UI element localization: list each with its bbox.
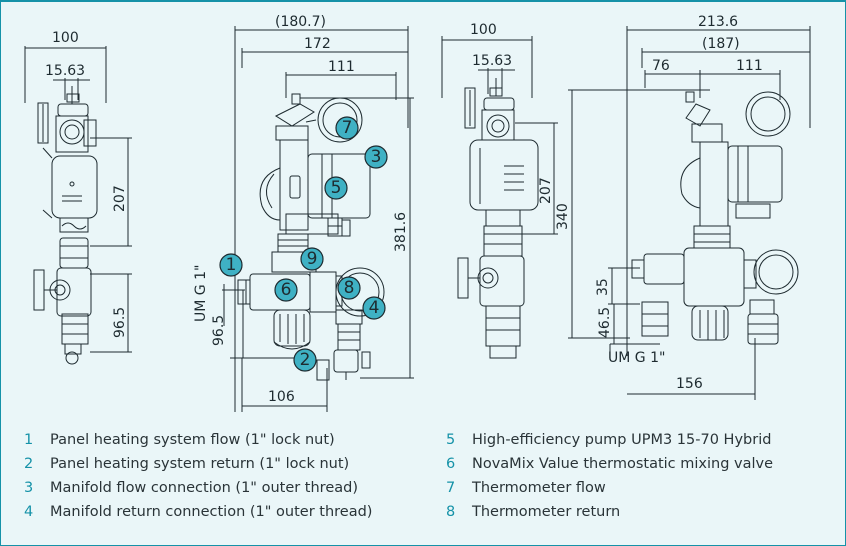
svg-text:1: 1 [226, 255, 237, 275]
dim-view4-h46: 46.5 [597, 307, 613, 338]
svg-text:7: 7 [342, 118, 353, 138]
dim-view4-height: 340 [555, 203, 571, 230]
dim-view1-height: 207 [112, 185, 128, 212]
legend-item: 1 Panel heating system flow (1" lock nut… [24, 428, 372, 452]
legend-number: 7 [446, 480, 456, 496]
svg-text:3: 3 [371, 147, 382, 167]
legend-item: 5 High-efficiency pump UPM3 15-70 Hybrid [446, 428, 773, 452]
svg-text:5: 5 [331, 178, 342, 198]
legend-number: 3 [24, 480, 34, 496]
technical-drawing: 100 15.63 207 96.5 (180.7) 172 111 381.6… [10, 8, 836, 418]
svg-text:8: 8 [344, 278, 355, 298]
callout-5: 5 [324, 176, 348, 200]
dim-view1-width: 100 [52, 30, 79, 46]
legend-item: 3 Manifold flow connection (1" outer thr… [24, 476, 372, 500]
callout-8: 8 [337, 276, 361, 300]
svg-text:6: 6 [281, 280, 292, 300]
legend-text: Thermometer return [472, 504, 621, 520]
legend-item: 4 Manifold return connection (1" outer t… [24, 500, 372, 524]
dim-view4-left: 76 [652, 58, 670, 74]
dim-view2-overall-paren: (180.7) [275, 14, 326, 30]
dim-view2-low: 96.5 [211, 315, 227, 346]
dim-view2-inner: 111 [328, 59, 355, 75]
dim-view2-bottom: 106 [268, 389, 295, 405]
callout-2: 2 [293, 348, 317, 372]
svg-text:9: 9 [307, 249, 318, 269]
callout-9: 9 [300, 247, 324, 271]
dim-view4-right: 111 [736, 58, 763, 74]
legend-number: 6 [446, 456, 456, 472]
dim-view2-overall: 172 [304, 36, 331, 52]
view-2-front [222, 26, 414, 412]
dim-view4-thread: UM G 1" [608, 350, 665, 366]
callout-1: 1 [219, 253, 243, 277]
view-3-side [441, 36, 558, 359]
dim-view3-offset: 15.63 [472, 53, 512, 69]
view-4-front [568, 26, 811, 400]
legend-number: 5 [446, 432, 456, 448]
legend-left: 1 Panel heating system flow (1" lock nut… [24, 428, 372, 524]
dim-view3-width: 100 [470, 22, 497, 38]
legend-item: 2 Panel heating system return (1" lock n… [24, 452, 372, 476]
svg-text:4: 4 [369, 298, 380, 318]
legend-number: 4 [24, 504, 34, 520]
callout-3: 3 [364, 145, 388, 169]
legend-item: 7 Thermometer flow [446, 476, 773, 500]
legend-item: 6 NovaMix Value thermostatic mixing valv… [446, 452, 773, 476]
dim-view4-h35: 35 [595, 278, 611, 296]
legend-text: Thermometer flow [472, 480, 606, 496]
dim-view4-bottom: 156 [676, 376, 703, 392]
legend-text: Panel heating system return (1" lock nut… [50, 456, 350, 472]
legend-right: 5 High-efficiency pump UPM3 15-70 Hybrid… [446, 428, 773, 524]
legend-number: 8 [446, 504, 456, 520]
dim-view2-thread: UM G 1" [193, 265, 209, 322]
legend-text: Manifold flow connection (1" outer threa… [50, 480, 358, 496]
callouts: 1 2 3 4 5 6 7 8 [219, 116, 388, 372]
legend-item: 8 Thermometer return [446, 500, 773, 524]
legend-text: High-efficiency pump UPM3 15-70 Hybrid [472, 432, 772, 448]
legend-text: Manifold return connection (1" outer thr… [50, 504, 373, 520]
dim-view1-offset: 15.63 [45, 63, 85, 79]
view-1-side [24, 46, 132, 365]
legend-number: 2 [24, 456, 34, 472]
callout-4: 4 [362, 296, 386, 320]
dim-view4-overall: 213.6 [698, 14, 738, 30]
callout-6: 6 [274, 278, 298, 302]
dim-view2-height: 381.6 [393, 212, 409, 252]
legend-text: NovaMix Value thermostatic mixing valve [472, 456, 774, 472]
callout-7: 7 [335, 116, 359, 140]
dim-view3-height: 207 [538, 177, 554, 204]
dim-view1-low: 96.5 [112, 307, 128, 338]
legend-text: Panel heating system flow (1" lock nut) [50, 432, 335, 448]
svg-text:2: 2 [300, 350, 311, 370]
dim-view4-overall-paren: (187) [702, 36, 740, 52]
legend-number: 1 [24, 432, 34, 448]
